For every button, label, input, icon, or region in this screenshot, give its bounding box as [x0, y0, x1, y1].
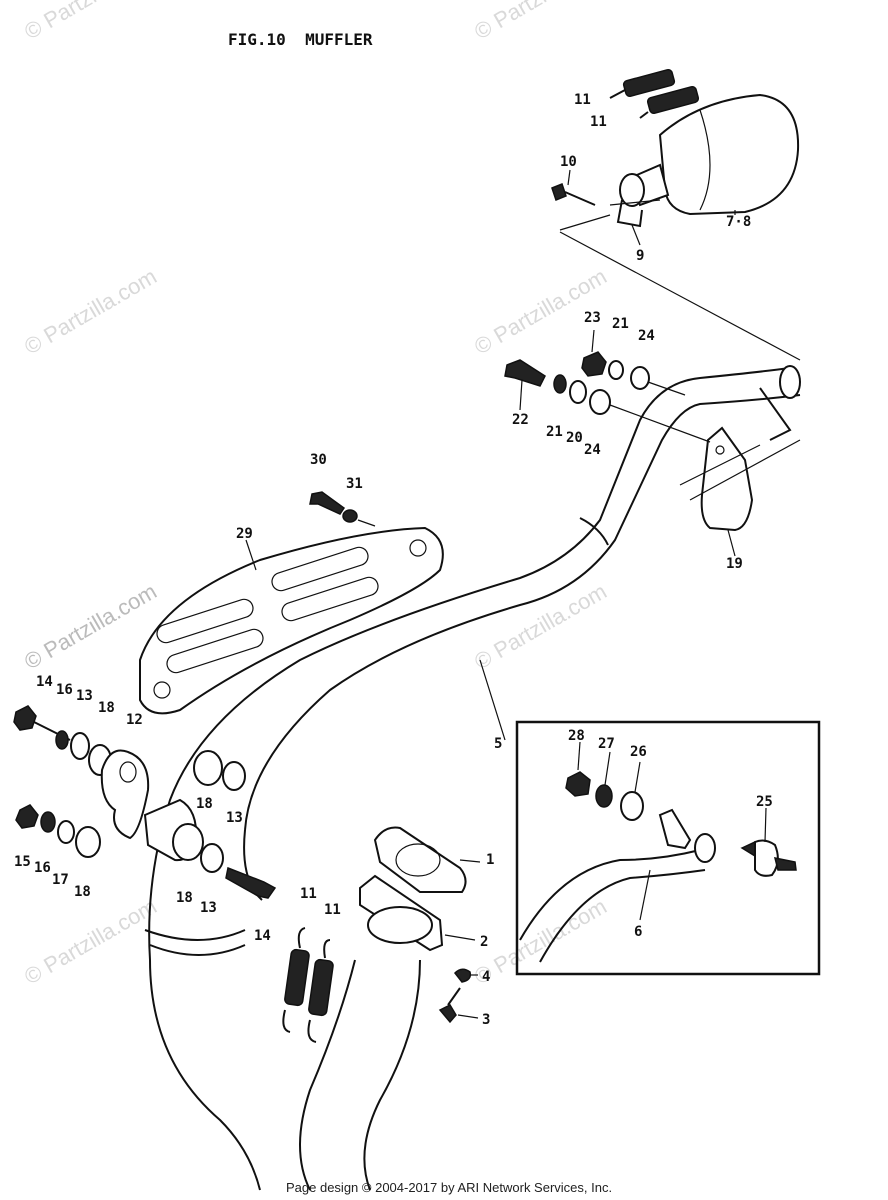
callout-30: 30: [310, 452, 327, 468]
callout-20: 20: [566, 430, 583, 446]
callout-11: 11: [300, 886, 317, 902]
callout-7-8: 7·8: [726, 214, 751, 230]
figure-title: FIG.10 MUFFLER: [228, 30, 373, 49]
callout-22: 22: [512, 412, 529, 428]
callout-19: 19: [726, 556, 743, 572]
callout-6: 6: [634, 924, 642, 940]
callout-labels: 1 2 3 4 5 6 7·8 9 10 11 11 11 11 12 13 1…: [14, 92, 773, 1028]
callout-15: 15: [14, 854, 31, 870]
heat-shield: [139, 526, 444, 715]
bracket-fasteners: [504, 351, 711, 443]
callout-13: 13: [226, 810, 243, 826]
callout-21: 21: [546, 424, 563, 440]
callout-4: 4: [482, 969, 490, 985]
callout-18: 18: [74, 884, 91, 900]
copyright-footer: Page design © 2004-2017 by ARI Network S…: [286, 1180, 612, 1195]
callout-1: 1: [486, 852, 494, 868]
callout-11: 11: [574, 92, 591, 108]
callout-18: 18: [176, 890, 193, 906]
callout-16: 16: [56, 682, 73, 698]
callout-24: 24: [584, 442, 601, 458]
leader-lines: [245, 169, 767, 1019]
callout-11: 11: [324, 902, 341, 918]
callout-18: 18: [98, 700, 115, 716]
exhaust-flange: [359, 826, 472, 1024]
callout-27: 27: [598, 736, 615, 752]
pipe-clamp-assembly: [13, 705, 277, 899]
callout-13: 13: [76, 688, 93, 704]
callout-10: 10: [560, 154, 577, 170]
callout-16: 16: [34, 860, 51, 876]
callout-28: 28: [568, 728, 585, 744]
lower-springs: [282, 927, 334, 1043]
callout-25: 25: [756, 794, 773, 810]
callout-29: 29: [236, 526, 253, 542]
callout-5: 5: [494, 736, 502, 752]
callout-24: 24: [638, 328, 655, 344]
silencer-assembly: [551, 68, 801, 361]
watermark: © Partzilla.com: [20, 894, 161, 990]
callout-17: 17: [52, 872, 69, 888]
callout-31: 31: [346, 476, 363, 492]
callout-14: 14: [254, 928, 271, 944]
callout-9: 9: [636, 248, 644, 264]
callout-18: 18: [196, 796, 213, 812]
callout-21: 21: [612, 316, 629, 332]
callout-2: 2: [480, 934, 488, 950]
watermark: © Partzilla.com: [470, 0, 611, 44]
nut-31: [342, 509, 358, 523]
callout-23: 23: [584, 310, 601, 326]
callout-26: 26: [630, 744, 647, 760]
watermark: © Partzilla.com: [20, 0, 161, 44]
callout-12: 12: [126, 712, 143, 728]
exhaust-pipe: [144, 365, 801, 1191]
callout-13: 13: [200, 900, 217, 916]
bolt-30: [309, 491, 346, 515]
watermark: © Partzilla.com: [20, 264, 161, 360]
callout-11: 11: [590, 114, 607, 130]
mounting-bracket: [679, 387, 801, 532]
callout-3: 3: [482, 1012, 490, 1028]
watermark: © Partzilla.com: [470, 579, 611, 675]
callout-14: 14: [36, 674, 53, 690]
